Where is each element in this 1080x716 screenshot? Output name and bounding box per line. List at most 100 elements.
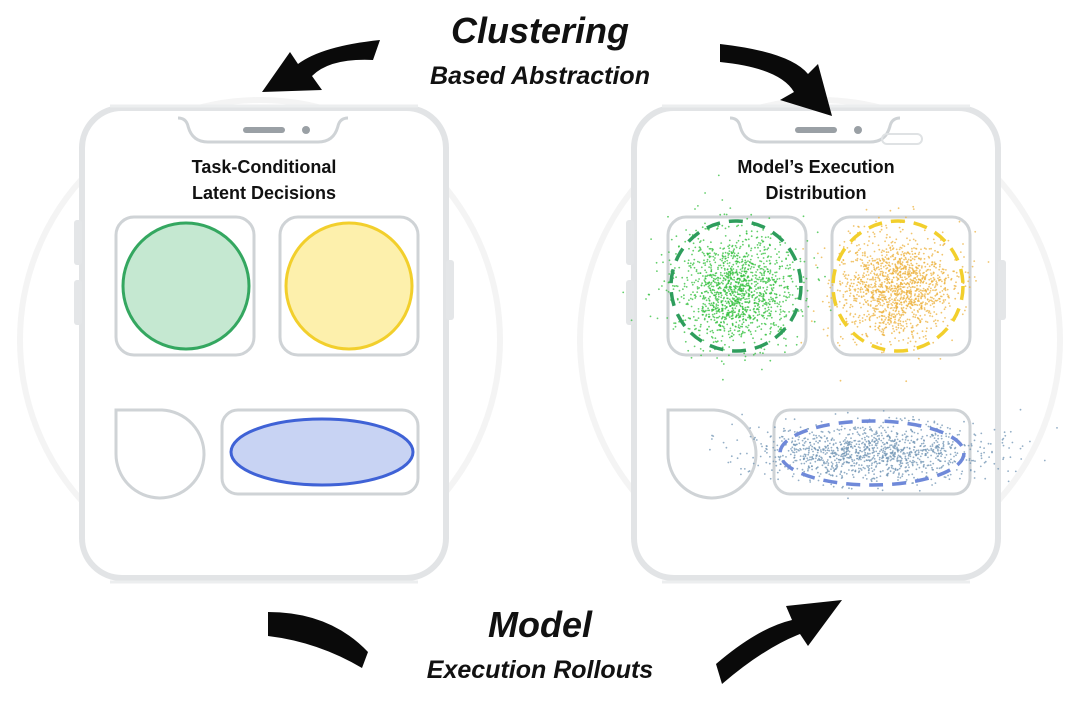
- scatter-dot: [855, 462, 858, 465]
- scatter-dot: [912, 205, 915, 208]
- scatter-dot: [893, 313, 895, 316]
- scatter-dot: [791, 294, 794, 296]
- scatter-dot: [813, 320, 816, 323]
- scatter-dot: [913, 303, 916, 306]
- scatter-dot: [758, 306, 761, 308]
- scatter-dot: [720, 321, 722, 324]
- scatter-dot: [870, 435, 873, 437]
- scatter-dot: [904, 470, 907, 472]
- scatter-dot: [935, 439, 938, 442]
- scatter-dot: [876, 447, 879, 449]
- scatter-dot: [874, 307, 877, 310]
- scatter-dot: [919, 258, 922, 261]
- scatter-dot: [876, 442, 879, 445]
- scatter-dot: [910, 232, 913, 235]
- scatter-dot: [886, 233, 888, 236]
- scatter-dot: [850, 446, 852, 448]
- scatter-dot: [882, 421, 885, 424]
- scatter-dot: [717, 293, 720, 296]
- scatter-dot: [947, 474, 949, 477]
- scatter-dot: [864, 285, 866, 288]
- scatter-dot: [896, 283, 898, 285]
- scatter-dot: [864, 427, 867, 430]
- scatter-dot: [706, 320, 709, 323]
- scatter-dot: [807, 451, 810, 454]
- scatter-dot: [731, 317, 734, 320]
- scatter-dot: [870, 479, 872, 481]
- scatter-dot: [711, 292, 714, 295]
- scatter-dot: [715, 303, 718, 306]
- scatter-dot: [727, 309, 730, 312]
- scatter-dot: [743, 294, 746, 296]
- scatter-dot: [769, 331, 772, 333]
- scatter-dot: [875, 442, 877, 445]
- scatter-dot: [874, 299, 876, 302]
- scatter-dot: [815, 424, 817, 426]
- scatter-dot: [737, 224, 740, 227]
- scatter-dot: [912, 459, 914, 462]
- scatter-dot: [1008, 447, 1010, 449]
- scatter-dot: [850, 487, 853, 490]
- scatter-dot: [905, 380, 908, 383]
- scatter-dot: [809, 481, 812, 483]
- scatter-dot: [762, 352, 764, 355]
- scatter-dot: [719, 271, 722, 274]
- scatter-dot: [752, 456, 754, 459]
- scatter-dot: [684, 319, 687, 321]
- scatter-dot: [771, 469, 773, 471]
- scatter-dot: [963, 420, 965, 423]
- scatter-dot: [713, 289, 716, 292]
- scatter-dot: [876, 454, 879, 457]
- scatter-dot: [902, 290, 905, 293]
- scatter-dot: [719, 287, 722, 290]
- scatter-dot: [903, 258, 905, 261]
- scatter-dot: [993, 462, 996, 465]
- scatter-dot: [703, 254, 706, 257]
- scatter-dot: [879, 298, 881, 300]
- scatter-dot: [949, 473, 952, 476]
- scatter-dot: [701, 251, 704, 254]
- scatter-dot: [886, 267, 889, 269]
- scatter-dot: [901, 279, 903, 281]
- scatter-dot: [738, 310, 740, 313]
- scatter-dot: [872, 456, 875, 459]
- scatter-dot: [724, 227, 727, 230]
- scatter-dot: [721, 259, 723, 262]
- scatter-dot: [828, 473, 831, 476]
- scatter-dot: [1007, 470, 1009, 472]
- scatter-dot: [944, 456, 946, 459]
- scatter-dot: [868, 313, 870, 316]
- scatter-dot: [906, 296, 909, 298]
- scatter-dot: [939, 244, 942, 246]
- scatter-dot: [920, 291, 922, 294]
- scatter-dot: [702, 275, 704, 277]
- scatter-dot: [902, 451, 905, 454]
- scatter-dot: [876, 304, 878, 307]
- scatter-dot: [736, 285, 739, 288]
- scatter-dot: [814, 460, 817, 463]
- scatter-dot: [656, 270, 658, 272]
- scatter-dot: [907, 258, 910, 261]
- scatter-dot: [770, 233, 773, 236]
- scatter-dot: [883, 302, 885, 305]
- scatter-dot: [973, 260, 976, 262]
- scatter-dot: [885, 248, 888, 251]
- scatter-dot: [715, 293, 718, 296]
- scatter-dot: [743, 279, 746, 282]
- scatter-dot: [743, 468, 746, 470]
- scatter-dot: [873, 446, 876, 449]
- scatter-dot: [702, 313, 704, 316]
- scatter-dot: [905, 291, 908, 294]
- scatter-dot: [928, 310, 931, 313]
- scatter-dot: [731, 332, 734, 335]
- scatter-dot: [700, 323, 702, 326]
- scatter-dot: [812, 457, 815, 460]
- scatter-dot: [702, 239, 705, 242]
- scatter-dot: [914, 272, 916, 274]
- scatter-dot: [973, 470, 976, 473]
- scatter-dot: [745, 325, 747, 328]
- scatter-dot: [943, 282, 946, 285]
- scatter-dot: [1002, 456, 1005, 459]
- scatter-dot: [917, 257, 920, 260]
- scatter-dot: [983, 451, 985, 454]
